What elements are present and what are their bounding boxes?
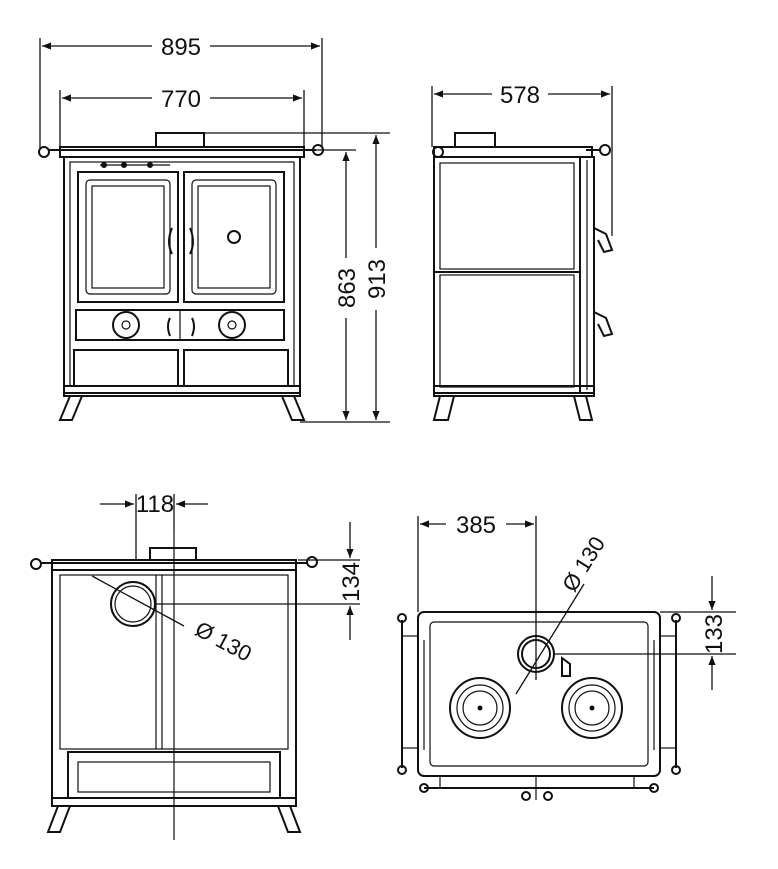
dim-side-depth: 578: [500, 82, 540, 109]
back-view: [30, 530, 318, 840]
dim-back-flue-diameter: Ø 130: [191, 616, 256, 666]
front-view: [38, 132, 324, 421]
dim-front-body-width: 770: [161, 86, 201, 113]
dim-top-flue-offset-x: 385: [456, 512, 496, 539]
dim-front-overall-width: 895: [161, 34, 201, 61]
dim-top-flue-offset-y: 133: [701, 614, 728, 654]
dim-front-overall-height: 913: [364, 259, 391, 299]
side-view: [432, 132, 614, 421]
dim-back-flue-offset-x: 118: [136, 491, 174, 518]
dimension-lines: [39, 38, 736, 695]
dim-front-body-height: 863: [334, 268, 361, 308]
dim-back-flue-offset-y: 134: [338, 562, 365, 602]
top-view: [397, 611, 681, 801]
dim-top-flue-diameter: Ø 130: [557, 532, 610, 596]
